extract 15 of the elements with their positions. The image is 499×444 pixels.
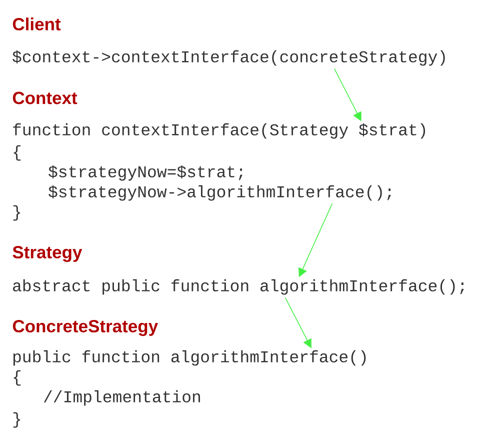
code-line: function contextInterface(Strategy $strat)	[13, 123, 426, 139]
code-line: $strategyNow->algorithmInterface();	[48, 185, 391, 201]
code-line: }	[13, 412, 20, 428]
code-line: public function algorithmInterface()	[13, 350, 366, 366]
code-line: }	[13, 205, 20, 221]
section-heading: Context	[12, 92, 78, 104]
code-line: $context->contextInterface(concreteStrategy)	[12, 50, 445, 66]
section-heading: Strategy	[12, 246, 82, 262]
code-line: $strategyNow=$strat;	[48, 165, 242, 181]
code-line: abstract public function algorithmInterface();	[13, 279, 464, 295]
section-heading: Client	[12, 18, 61, 30]
section-heading: ConcreteStrategy	[12, 320, 158, 336]
code-line: {	[14, 370, 21, 386]
code-line: {	[14, 145, 21, 161]
code-line: //Implementation	[44, 390, 200, 406]
